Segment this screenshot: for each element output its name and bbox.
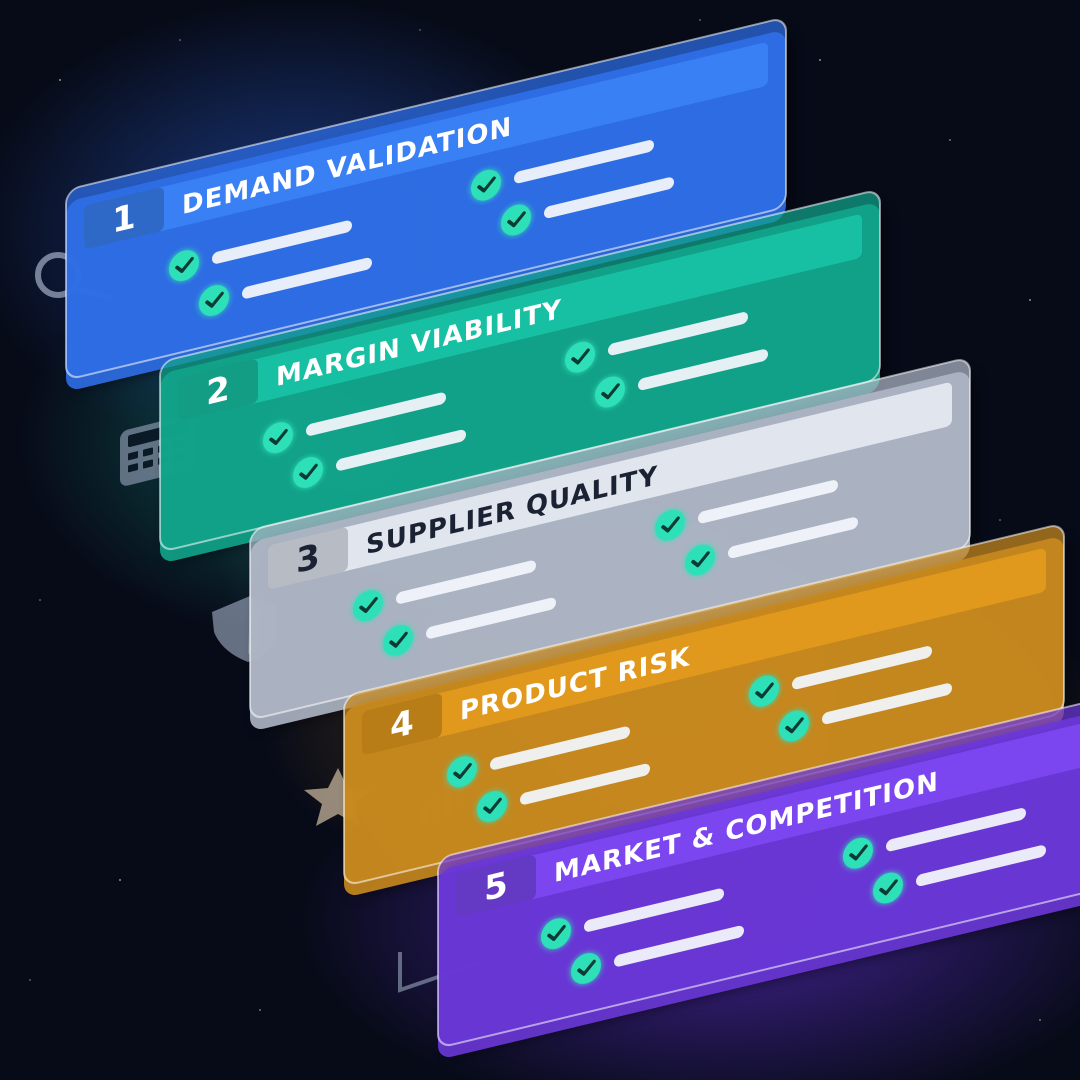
checklist-item: [595, 349, 768, 408]
placeholder-line: [490, 726, 630, 770]
stage-number: 2: [206, 369, 230, 414]
checklist-item: [353, 560, 536, 622]
checklist-item: [293, 429, 466, 488]
placeholder-line: [886, 808, 1026, 852]
checklist-item: [263, 392, 446, 454]
checklist-item: [169, 220, 352, 282]
placeholder-line: [638, 349, 768, 391]
checklist-item: [565, 312, 748, 373]
placeholder-line: [242, 257, 372, 299]
placeholder-line: [396, 560, 536, 604]
placeholder-line: [336, 429, 466, 471]
placeholder-line: [544, 177, 674, 219]
checklist-item: [541, 888, 724, 950]
checklist-item: [571, 925, 744, 984]
placeholder-line: [584, 888, 724, 932]
placeholder-line: [520, 763, 650, 805]
placeholder-line: [306, 392, 446, 436]
stage-header: [84, 42, 768, 249]
stage-number: 5: [484, 865, 508, 910]
checklist-item: [873, 845, 1046, 904]
checklist-item: [655, 480, 838, 541]
stage-number: 3: [296, 537, 320, 582]
stage-number: 1: [112, 197, 136, 242]
checklist-item: [383, 597, 556, 656]
checklist-item: [471, 140, 654, 201]
stage-number-box: [268, 527, 348, 589]
stage-header: [362, 548, 1046, 755]
placeholder-line: [212, 220, 352, 264]
checklist-item: [501, 177, 674, 236]
checklist-item: [199, 257, 372, 316]
stage-header: [178, 214, 862, 421]
placeholder-line: [608, 312, 748, 356]
placeholder-line: [792, 646, 932, 690]
checklist-item: [779, 683, 952, 742]
placeholder-line: [822, 683, 952, 725]
stage-number-box: [456, 855, 536, 917]
checklist-item: [685, 517, 858, 576]
checklist-item: [749, 646, 932, 707]
stage-header: [456, 710, 1080, 917]
stage-number-box: [178, 359, 258, 421]
placeholder-line: [728, 517, 858, 559]
checklist-item: [477, 763, 650, 822]
placeholder-line: [426, 597, 556, 639]
stage-number-box: [362, 693, 442, 755]
placeholder-line: [698, 480, 838, 524]
stage-number-box: [84, 187, 164, 249]
stage-number: 4: [390, 703, 414, 748]
stage-header: [268, 382, 952, 589]
placeholder-line: [916, 845, 1046, 887]
placeholder-line: [514, 140, 654, 184]
placeholder-line: [614, 925, 744, 967]
checklist-item: [843, 808, 1026, 869]
checklist-item: [447, 726, 630, 788]
